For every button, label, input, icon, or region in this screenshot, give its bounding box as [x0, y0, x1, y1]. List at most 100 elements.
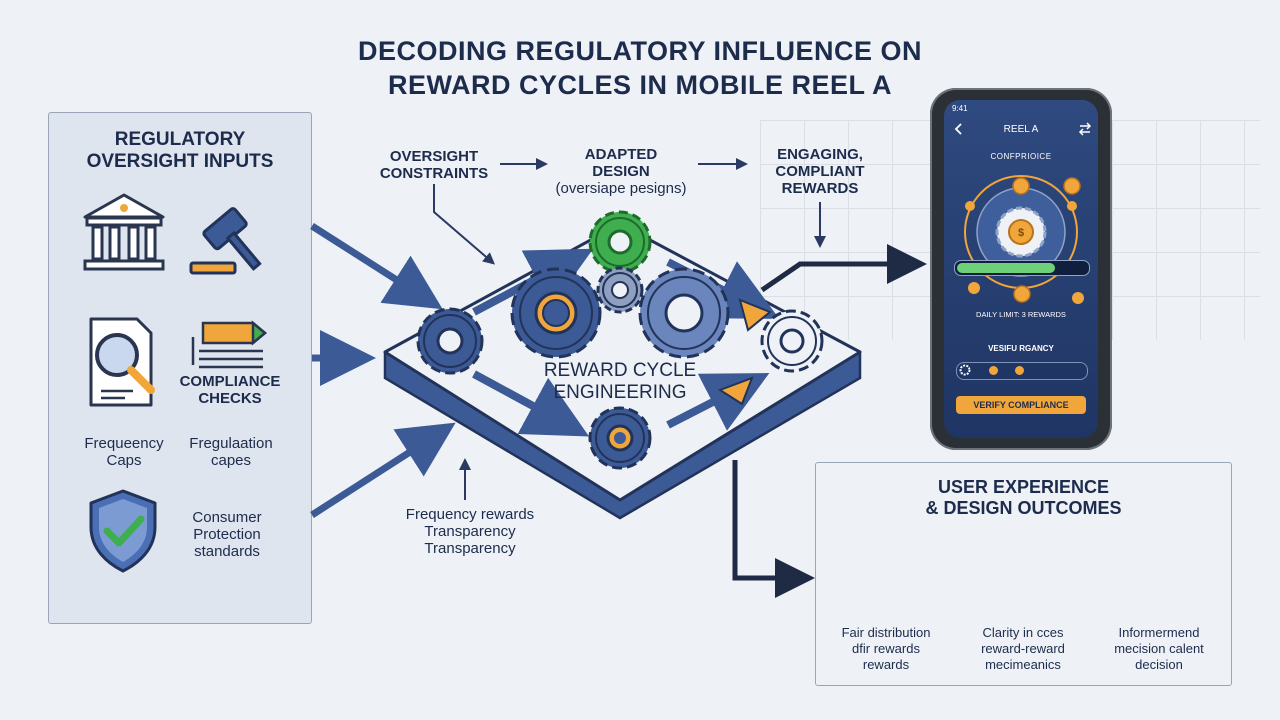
settings-icon	[959, 364, 971, 376]
shield-check-icon	[89, 489, 157, 573]
verify-compliance-button[interactable]: VERIFY COMPLIANCE	[956, 396, 1086, 414]
checklist-icon	[191, 320, 267, 369]
gear-blue-large-icon	[638, 267, 730, 359]
engaging-line-1: ENGAGING,	[777, 146, 863, 163]
clarity-label: Clarity in cces reward-reward mecimeanic…	[958, 625, 1088, 673]
gear-left-icon	[416, 307, 484, 375]
arrow-to-phone	[760, 244, 927, 293]
right-title-line-2: & DESIGN OUTCOMES	[925, 498, 1122, 518]
left-title-line-1: REGULATORY	[114, 129, 246, 150]
platform-arrow-accent-1	[738, 298, 772, 332]
gear-small-grey-icon	[596, 266, 644, 314]
platform-line-2: ENGINEERING	[553, 382, 687, 403]
regulation-caps-label: Fregulaation capes	[171, 435, 291, 469]
phone-screen: 9:41 REEL A CONFPRIOICE $ DAILY LIMIT: 3…	[944, 100, 1098, 438]
right-title-line-1: USER EXPERIENCE	[937, 477, 1110, 497]
compliance-line-2: CHECKS	[198, 390, 262, 407]
fair-line-3: rewards	[862, 657, 910, 672]
consumer-line-1: Consumer	[192, 509, 262, 526]
status-time: 9:41	[952, 104, 968, 113]
app-title: REEL A	[1003, 124, 1039, 135]
swap-icon	[1078, 122, 1092, 136]
back-button[interactable]	[952, 122, 966, 136]
section-label: CONFPRIOICE	[990, 152, 1052, 161]
gear-bottom-icon	[588, 406, 652, 470]
bottom-line-2: Transparency	[424, 523, 516, 540]
gear-green-icon	[588, 210, 652, 274]
adapted-line-3: (oversiape pesigns)	[555, 180, 687, 197]
adapted-line-2: DESIGN	[592, 163, 650, 180]
gear-right-icon	[760, 309, 824, 373]
coin-left-icon	[965, 201, 975, 211]
fair-line-1: Fair distribution	[841, 625, 931, 640]
input-arrow-top	[310, 223, 443, 310]
title-line-1: DECODING REGULATORY INFLUENCE ON	[357, 36, 923, 66]
clarity-line-2: reward-reward	[981, 641, 1065, 656]
center-coin-icon	[1008, 219, 1034, 245]
gavel-icon	[189, 207, 262, 275]
reward-wheel: $	[964, 175, 1084, 304]
compliance-checks-label: COMPLIANCE CHECKS	[171, 373, 289, 407]
reel-progress-bar	[954, 260, 1090, 276]
verify-slot-bar	[956, 362, 1088, 380]
page-title: DECODING REGULATORY INFLUENCE ON REWARD …	[240, 34, 1040, 102]
document-magnifier-icon	[89, 317, 155, 407]
coin-topright-icon	[1063, 177, 1081, 195]
informed-decision-label: Informermend mecision calent decision	[1094, 625, 1224, 673]
left-panel-title: REGULATORY OVERSIGHT INPUTS	[49, 129, 311, 173]
svg-text:$: $	[1018, 227, 1024, 239]
coin-bottom-icon	[1013, 285, 1031, 303]
platform-line-1: REWARD CYCLE	[543, 360, 697, 381]
left-title-line-2: OVERSIGHT INPUTS	[86, 151, 274, 172]
chevron-left-icon	[954, 123, 962, 135]
clarity-line-3: mecimeanics	[985, 657, 1061, 672]
oversight-line-2: CONSTRAINTS	[379, 165, 489, 182]
engaging-rewards-label: ENGAGING, COMPLIANT REWARDS	[752, 146, 888, 197]
regulation-line-2: capes	[210, 452, 252, 469]
bottom-flow-label: Frequency rewards Transparency Transpare…	[384, 506, 556, 557]
clarity-line-1: Clarity in cces	[982, 625, 1064, 640]
input-arrow-bottom	[310, 422, 456, 518]
slot-dot-2	[1015, 366, 1024, 375]
engaging-line-2: COMPLIANT	[775, 163, 865, 180]
frequency-line-1: Frequeency	[84, 435, 164, 452]
coin-top-icon	[1012, 177, 1030, 195]
government-building-icon	[83, 193, 165, 271]
consumer-line-3: standards	[194, 543, 260, 560]
adapted-line-1: ADAPTED	[584, 146, 658, 163]
slot-dot-1	[989, 366, 998, 375]
coin-bottomleft-icon	[968, 282, 980, 294]
informed-line-1: Informermend	[1118, 625, 1200, 640]
fair-line-2: dfir rewards	[852, 641, 920, 656]
regulatory-inputs-panel: REGULATORY OVERSIGHT INPUTS	[48, 112, 312, 624]
compliance-line-1: COMPLIANCE	[179, 373, 281, 390]
fair-distribution-label: Fair distribution dfir rewards rewards	[822, 625, 950, 673]
adapted-design-label: ADAPTED DESIGN (oversiape pesigns)	[536, 146, 706, 197]
reel-progress-fill	[957, 263, 1055, 273]
engaging-line-3: REWARDS	[781, 180, 859, 197]
title-line-2: REWARD CYCLES IN MOBILE REEL A	[387, 70, 893, 100]
arrow-oversight-down	[433, 184, 496, 265]
informed-line-2: mecision calent	[1114, 641, 1204, 656]
coin-right-icon	[1067, 201, 1077, 211]
bottom-line-3: Transparency	[424, 540, 516, 557]
daily-limit-label: DAILY LIMIT: 3 REWARDS	[976, 310, 1066, 319]
coin-bottomright-icon	[1072, 292, 1084, 304]
platform-arrow-3	[472, 370, 590, 437]
regulation-line-1: Fregulaation	[189, 435, 273, 452]
right-panel-title: USER EXPERIENCE & DESIGN OUTCOMES	[816, 477, 1231, 519]
platform-arrow-accent-2	[717, 376, 754, 406]
informed-line-3: decision	[1135, 657, 1183, 672]
gear-orange-center-icon	[510, 267, 602, 359]
frequency-caps-label: Frequeency Caps	[65, 435, 183, 469]
outcomes-panel: USER EXPERIENCE & DESIGN OUTCOMES Fair d…	[815, 462, 1232, 686]
oversight-constraints-label: OVERSIGHT CONSTRAINTS	[364, 148, 504, 182]
platform-label: REWARD CYCLE ENGINEERING	[520, 360, 720, 404]
consumer-line-2: Protection	[193, 526, 261, 543]
arrow-to-outcomes	[732, 460, 815, 598]
menu-button[interactable]	[1078, 122, 1092, 136]
oversight-line-1: OVERSIGHT	[389, 148, 479, 165]
consumer-protection-label: Consumer Protection standards	[167, 509, 287, 560]
verify-heading: VESIFU RGANCY	[988, 344, 1054, 353]
frequency-line-2: Caps	[106, 452, 142, 469]
